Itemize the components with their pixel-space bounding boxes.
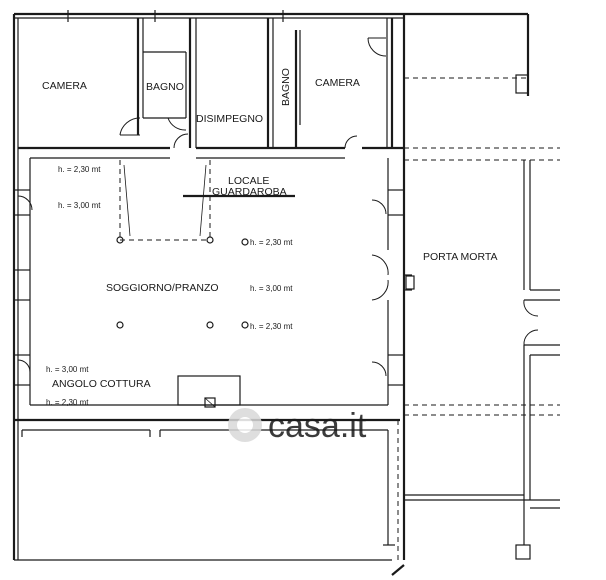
watermark: casa.it [228,407,367,445]
label-locale-guardaroba-1: LOCALE [228,175,269,187]
label-soggiorno: SOGGIORNO/PRANZO [106,282,219,294]
label-disimpegno: DISIMPEGNO [196,113,263,125]
right-annex [391,12,560,576]
label-bagno-right: BAGNO [280,68,292,106]
note-height-center-2: h. = 3,00 mt [250,284,293,293]
label-camera-right: CAMERA [315,77,360,89]
outer-walls [12,12,406,561]
label-bagno-left: BAGNO [146,81,184,93]
note-height-center-3: h. = 2,30 mt [250,322,293,331]
label-locale-guardaroba-2: GUARDAROBA [212,186,287,198]
watermark-text: casa.it [268,407,367,445]
living-room [14,158,415,546]
label-porta-morta: PORTA MORTA [423,251,497,263]
note-height-top-1: h. = 2,30 mt [58,165,101,174]
label-angolo-cottura: ANGOLO COTTURA [52,378,151,390]
bedroom-doors [119,37,387,149]
note-height-center-1: h. = 2,30 mt [250,238,293,247]
note-height-bottom-1: h. = 3,00 mt [46,365,89,374]
note-height-top-2: h. = 3,00 mt [58,201,101,210]
note-height-bottom-2: h. = 2,30 mt [46,398,89,407]
label-camera-left: CAMERA [42,80,87,92]
bedroom-block [18,10,404,159]
